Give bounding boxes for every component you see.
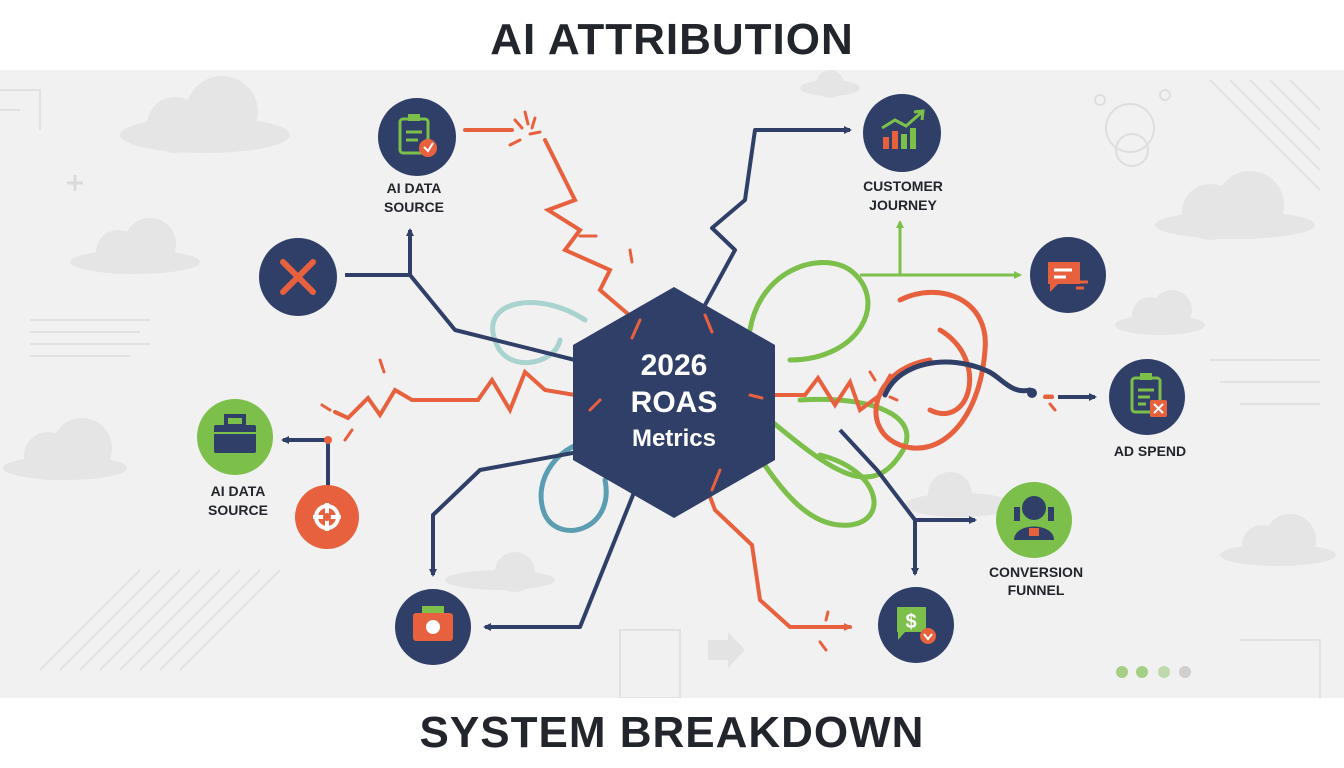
- robot-decoration: [1094, 89, 1171, 167]
- node-label-line-1: CUSTOMER: [863, 178, 943, 194]
- node-label-line-1: CONVERSION: [989, 564, 1083, 580]
- red-connectors: [333, 128, 1054, 631]
- connector-right-lightning: [771, 374, 882, 414]
- node-label-line-2: SOURCE: [208, 502, 268, 518]
- center-line-2: ROAS: [631, 386, 718, 419]
- pager-dots: [1116, 666, 1191, 678]
- dollar-bubble-icon: $: [897, 607, 936, 644]
- navy-connectors: [290, 126, 1097, 631]
- briefcase-icon: [214, 414, 256, 453]
- node-ad-spend[interactable]: AD SPEND: [1109, 359, 1186, 459]
- connector-target-node: [290, 438, 330, 488]
- node-label-line-1: AI DATA: [211, 483, 266, 499]
- connector-error-node: [345, 273, 576, 362]
- connector-customer-journey: [703, 126, 852, 306]
- page-subtitle: SYSTEM BREAKDOWN: [419, 708, 925, 757]
- center-hexagon: 2026 ROAS Metrics: [573, 287, 775, 518]
- bar-chart-growth-icon: [881, 109, 925, 149]
- person-icon: [1014, 496, 1054, 540]
- node-label-line-2: FUNNEL: [1008, 582, 1065, 598]
- background-decoration: [0, 70, 1336, 699]
- node-feedback[interactable]: [1030, 237, 1106, 313]
- node-label-line-2: SOURCE: [384, 199, 444, 215]
- cloud-decoration: [3, 70, 1336, 592]
- node-ai-data-source-top[interactable]: AI DATA SOURCE: [378, 98, 456, 215]
- clipboard-x-icon: [1130, 373, 1167, 417]
- node-camera[interactable]: [395, 589, 471, 665]
- node-label-line-1: AD SPEND: [1114, 443, 1186, 459]
- connector-left-lightning: [333, 368, 577, 421]
- diagram-svg: 2026 ROAS Metrics AI DATA SOURCE AI DATA…: [0, 70, 1336, 699]
- node-ai-data-source-left[interactable]: AI DATA SOURCE: [197, 399, 273, 518]
- node-conversion-funnel[interactable]: CONVERSION FUNNEL: [989, 482, 1083, 598]
- x-icon: [280, 259, 316, 295]
- plus-decoration: [67, 175, 83, 191]
- clipboard-check-icon: [398, 114, 437, 157]
- spark-decoration: [320, 110, 1057, 652]
- crosshair-icon: [313, 503, 341, 531]
- message-icon: [1048, 262, 1088, 292]
- camera-icon: [413, 606, 453, 641]
- connector-camera-node-2: [483, 489, 637, 631]
- node-label-line-1: AI DATA: [387, 180, 442, 196]
- diagram-canvas: 2026 ROAS Metrics AI DATA SOURCE AI DATA…: [0, 70, 1344, 699]
- connector-conversion-funnel: [838, 428, 977, 524]
- line-texture: [0, 79, 1321, 699]
- green-arrows: [860, 220, 1022, 279]
- node-customer-journey[interactable]: CUSTOMER JOURNEY: [863, 94, 943, 213]
- node-error[interactable]: [259, 238, 337, 316]
- connector-camera-node: [429, 446, 601, 577]
- svg-text:$: $: [905, 611, 916, 633]
- node-money[interactable]: $: [878, 587, 954, 663]
- node-target[interactable]: [295, 485, 359, 549]
- node-label-line-2: JOURNEY: [869, 197, 937, 213]
- center-line-3: Metrics: [632, 425, 716, 452]
- page-title: AI ATTRIBUTION: [490, 15, 854, 64]
- connector-bottom-lightning: [698, 468, 852, 631]
- center-line-1: 2026: [641, 349, 708, 382]
- connector-top-lightning: [543, 138, 637, 322]
- connector-loops: [490, 260, 1033, 533]
